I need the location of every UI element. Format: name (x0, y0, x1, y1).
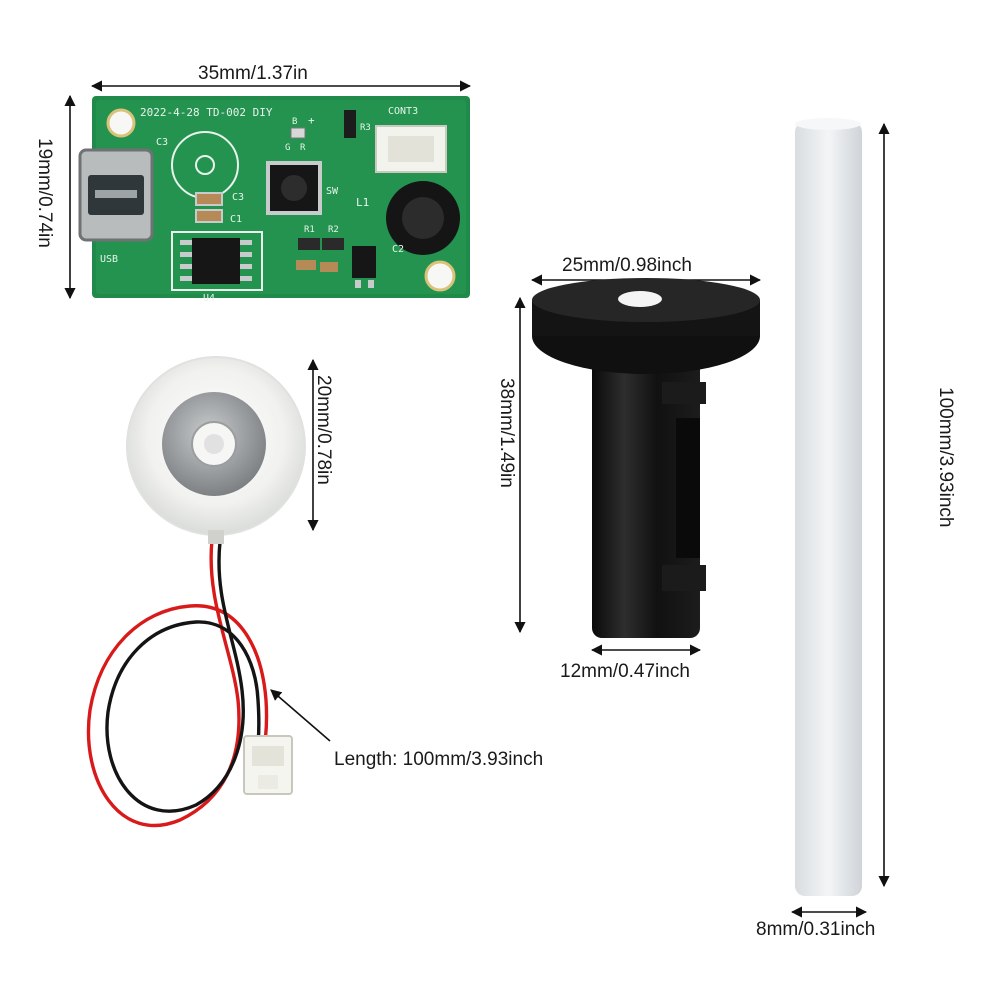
pcb-c3-label: C3 (156, 137, 168, 148)
atomizer-disc (126, 356, 306, 544)
pcb-silkscreen-labels: 2022-4-28 TD-002 DIY CONT3 USB U4 SW L1 … (100, 106, 418, 304)
pcb-c3b-label: C3 (232, 192, 244, 203)
dimension-arrows (64, 80, 890, 918)
pcb-led-r-label: R (300, 143, 306, 153)
pcb-r2-label: R2 (328, 225, 339, 235)
pcb-led-b-label: B (292, 117, 297, 127)
disc-diameter-label: 20mm/0.78in (313, 375, 334, 485)
pcb-switch-label: SW (326, 186, 339, 197)
holder-bottom-width-label: 12mm/0.47inch (560, 661, 690, 682)
pcb-usb-label: USB (100, 254, 118, 265)
pcb-c1-label: C1 (230, 214, 242, 225)
pcb-inductor-label: L1 (356, 196, 369, 209)
black-holder (532, 278, 760, 638)
pcb-c2-label: C2 (392, 244, 404, 255)
holder-height-label: 38mm/1.49in (496, 378, 517, 488)
board-width-label: 35mm/1.37in (198, 63, 308, 84)
stick-length-label: 100mm/3.93inch (935, 387, 956, 528)
pcb-date-label: 2022-4-28 TD-002 DIY (140, 106, 273, 119)
pcb-r1-label: R1 (304, 225, 315, 235)
holder-top-width-label: 25mm/0.98inch (562, 255, 692, 276)
foam-stick (795, 118, 862, 896)
pcb-chip-label: U4 (203, 293, 215, 304)
pcb-connector-label: CONT3 (388, 106, 418, 117)
cable-length-label: Length: 100mm/3.93inch (334, 749, 544, 770)
wire-connector-plug (243, 735, 293, 795)
board-height-label: 19mm/0.74in (34, 138, 55, 248)
pcb-plus-label: + (308, 114, 315, 127)
stick-width-label: 8mm/0.31inch (756, 919, 876, 940)
pcb-led-g-label: G (285, 143, 290, 153)
atomizer-wires (86, 538, 269, 828)
pcb-board (78, 96, 470, 298)
pcb-r3-label: R3 (360, 123, 371, 133)
